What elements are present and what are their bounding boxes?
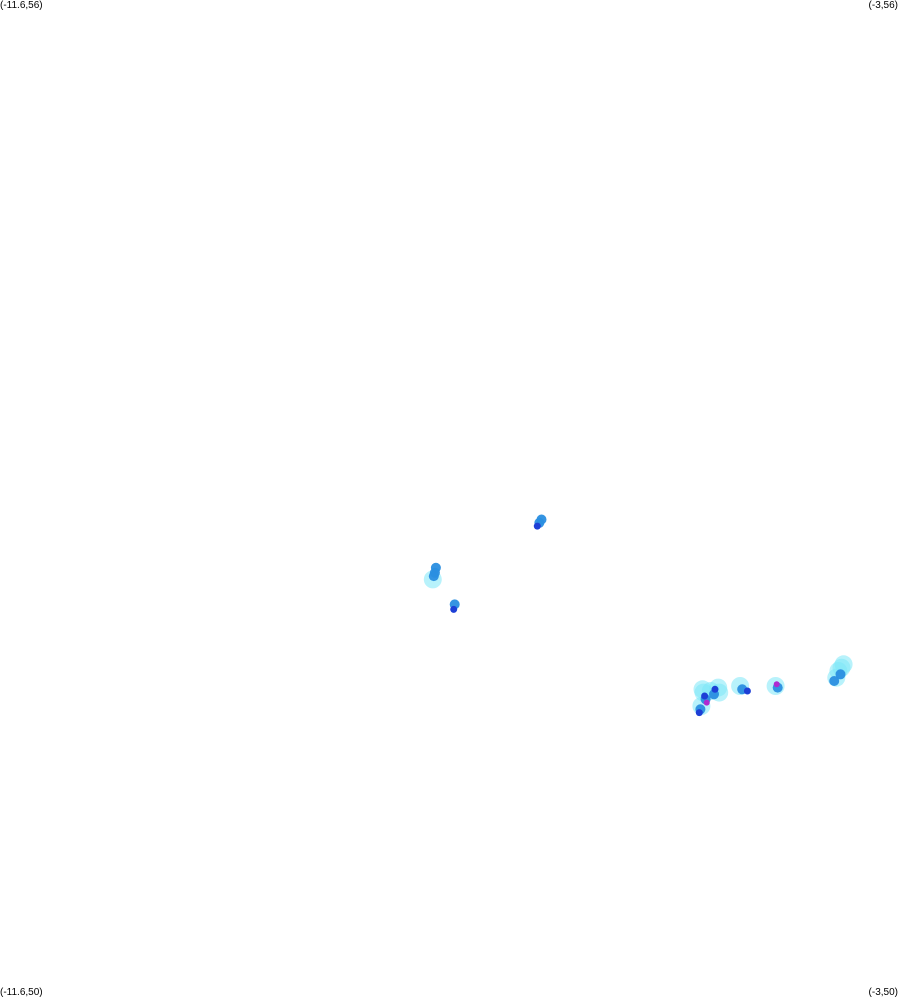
precip-cell-heavy <box>695 709 703 717</box>
precip-cell-medium <box>536 514 547 525</box>
precip-cell-very-heavy <box>703 699 710 706</box>
precip-cell-very-heavy <box>773 681 780 688</box>
corner-label-bottom-right: (-3,50) <box>868 987 898 998</box>
precip-cell-light <box>834 655 853 674</box>
precip-cell-medium <box>829 676 840 686</box>
precip-cell-heavy <box>711 685 719 693</box>
precip-cell-heavy <box>743 687 751 695</box>
precip-cell-medium <box>428 571 439 582</box>
corner-label-bottom-left: (-11.6,50) <box>0 987 43 998</box>
corner-label-top-left: (-11.6,56) <box>0 0 43 11</box>
precip-cell-heavy <box>533 522 541 530</box>
precip-cell-medium <box>835 669 846 680</box>
corner-label-top-right: (-3,56) <box>868 0 898 11</box>
precip-cell-heavy <box>701 692 709 700</box>
precip-cell-heavy <box>450 605 458 613</box>
